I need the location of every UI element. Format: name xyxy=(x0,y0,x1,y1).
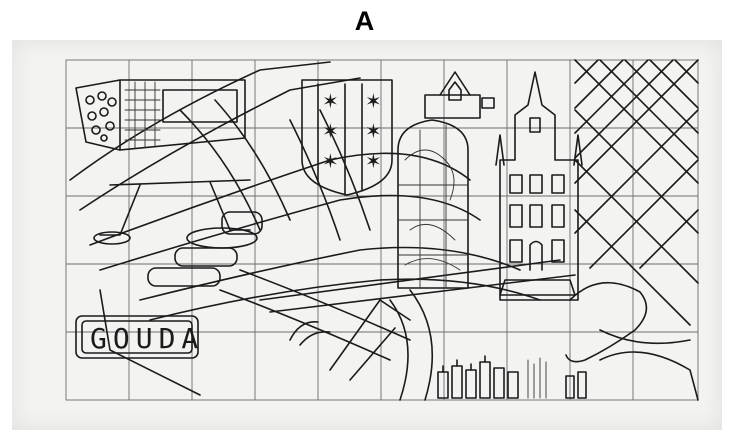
canal-detail xyxy=(289,299,411,381)
lattice-window xyxy=(574,59,699,326)
svg-text:✶: ✶ xyxy=(322,121,339,143)
street-map xyxy=(69,61,576,401)
stained-glass-window xyxy=(397,119,469,289)
modern-building xyxy=(75,79,246,151)
svg-text:✶: ✶ xyxy=(365,121,382,143)
gable-sign xyxy=(424,71,495,119)
candles xyxy=(437,355,587,399)
svg-text:✶: ✶ xyxy=(365,151,382,173)
clay-pipe xyxy=(565,281,699,401)
svg-text:✶: ✶ xyxy=(322,91,339,113)
cheese-and-scales xyxy=(93,179,263,287)
city-label: GOUDA xyxy=(90,322,204,355)
drawing-grid xyxy=(65,59,699,401)
svg-text:✶: ✶ xyxy=(322,151,339,173)
gouda-nameplate: GOUDA xyxy=(75,315,204,359)
panel-letter: A xyxy=(354,6,375,36)
svg-text:✶: ✶ xyxy=(365,91,382,113)
coat-of-arms: ✶ ✶ ✶ ✶ ✶ ✶ xyxy=(301,79,393,196)
